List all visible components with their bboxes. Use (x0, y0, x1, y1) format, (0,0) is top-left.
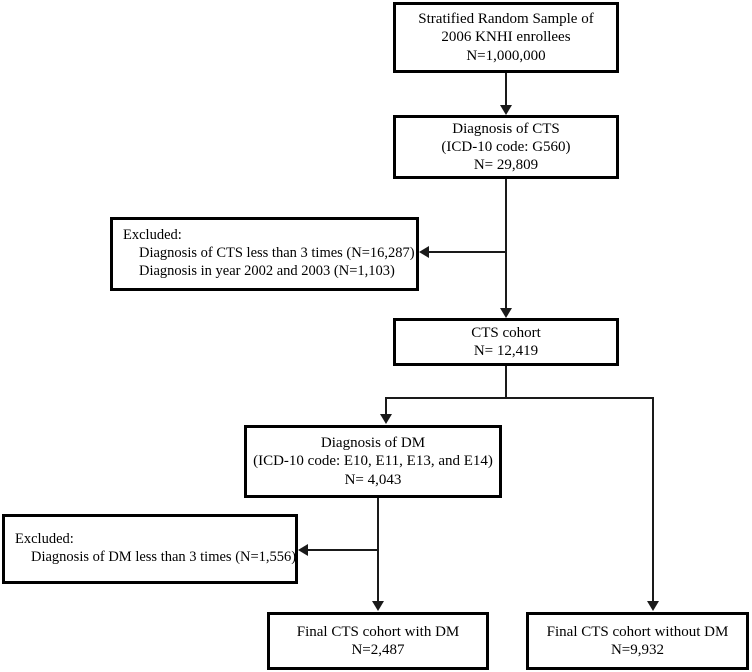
node-cts-cohort-line-2: N= 12,419 (473, 343, 539, 359)
node-excluded-dm-line-1: Excluded: (15, 531, 74, 548)
connector-source-to-cts-diagnosis (505, 73, 507, 107)
connector-bus-to-final-without-dm (652, 397, 654, 603)
node-excluded-dm-line-2: Diagnosis of DM less than 3 times (N=1,5… (31, 549, 297, 565)
node-cts-cohort-line-1: CTS cohort (471, 324, 541, 341)
node-source-population: Stratified Random Sample of 2006 KNHI en… (393, 2, 619, 73)
connector-split-bus (386, 397, 654, 399)
node-final-without-dm-line-2: N=9,932 (610, 642, 665, 658)
node-cts-diagnosis-line-1: Diagnosis of CTS (452, 120, 560, 137)
node-dm-diagnosis-line-2: (ICD-10 code: E10, E11, E13, and E14) (253, 453, 493, 470)
node-final-with-dm-line-1: Final CTS cohort with DM (296, 623, 460, 640)
connector-bus-to-dm-diagnosis (385, 397, 387, 417)
connector-cts-diagnosis-to-cts-cohort (505, 179, 507, 309)
node-cts-diagnosis-line-3: N= 29,809 (473, 157, 539, 174)
arrowhead-bus-to-dm-diagnosis (380, 414, 392, 424)
arrowhead-source-to-cts-diagnosis (500, 105, 512, 115)
node-cts-diagnosis-line-2: (ICD-10 code: G560) (441, 138, 571, 155)
node-cts-diagnosis: Diagnosis of CTS (ICD-10 code: G560) N= … (393, 115, 619, 179)
node-final-cohort-with-dm: Final CTS cohort with DM N=2,487 (267, 612, 489, 670)
arrowhead-to-excluded-1 (419, 246, 429, 258)
connector-dm-diagnosis-to-final-with-dm (377, 498, 379, 603)
node-source-line-2: 2006 KNHI enrollees (441, 29, 571, 46)
node-excluded-cts-line-3: Diagnosis in year 2002 and 2003 (N=1,103… (139, 262, 395, 279)
node-dm-diagnosis: Diagnosis of DM (ICD-10 code: E10, E11, … (244, 425, 502, 498)
connector-cts-cohort-down (505, 366, 507, 399)
node-cts-cohort: CTS cohort N= 12,419 (393, 318, 619, 366)
node-excluded-cts: Excluded: Diagnosis of CTS less than 3 t… (110, 217, 419, 291)
connector-to-excluded-1 (429, 251, 506, 253)
arrowhead-bus-to-final-without-dm (647, 601, 659, 611)
node-dm-diagnosis-line-3: N= 4,043 (344, 471, 402, 488)
node-excluded-cts-line-2: Diagnosis of CTS less than 3 times (N=16… (139, 245, 415, 262)
arrowhead-to-excluded-2 (298, 544, 308, 556)
connector-to-excluded-2 (308, 549, 378, 551)
node-final-without-dm-line-1: Final CTS cohort without DM (546, 623, 729, 640)
node-source-line-1: Stratified Random Sample of (418, 11, 594, 28)
arrowhead-cts-diagnosis-to-cts-cohort (500, 308, 512, 318)
node-dm-diagnosis-line-1: Diagnosis of DM (320, 435, 426, 452)
node-final-cohort-without-dm: Final CTS cohort without DM N=9,932 (526, 612, 749, 670)
node-excluded-dm: Excluded: Diagnosis of DM less than 3 ti… (2, 514, 298, 584)
arrowhead-dm-diagnosis-to-final-with-dm (372, 601, 384, 611)
node-final-with-dm-line-2: N=2,487 (351, 642, 405, 658)
node-source-line-3: N=1,000,000 (466, 47, 546, 64)
node-excluded-cts-line-1: Excluded: (123, 227, 182, 244)
